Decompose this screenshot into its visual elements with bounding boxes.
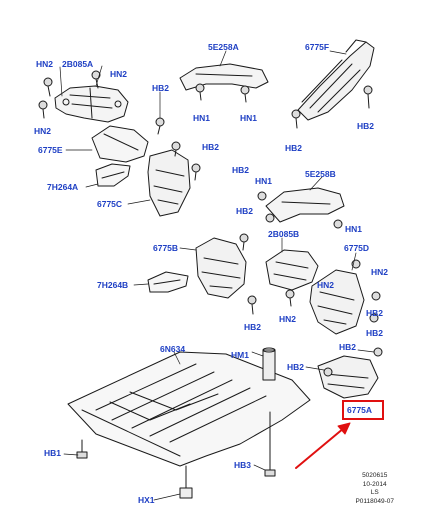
callout-7h264b: 7H264B xyxy=(97,280,129,290)
undertray-6n634 xyxy=(67,351,311,467)
callout-hb2: HB2 xyxy=(244,322,262,332)
shield-6775b xyxy=(195,233,257,315)
fastener-hn2-c xyxy=(38,100,48,119)
callout-2b085b: 2B085B xyxy=(268,229,300,239)
fastener-hn2-a xyxy=(43,77,53,97)
clip-hx1 xyxy=(179,465,193,499)
callout-6775a: 6775A xyxy=(347,405,373,415)
bracket-5e258a xyxy=(179,63,269,103)
spacer-hm1 xyxy=(262,347,276,381)
callout-hn1: HN1 xyxy=(193,113,211,123)
bracket-5e258b xyxy=(257,187,345,229)
shield-6775f xyxy=(291,39,375,129)
shield-6775a xyxy=(317,347,383,399)
highlight-box-6775a xyxy=(342,400,384,420)
strap-7h264a xyxy=(95,163,131,187)
ref-date: 10-2014 xyxy=(362,480,387,488)
callout-6775d: 6775D xyxy=(344,243,370,253)
ref-model: LS xyxy=(370,489,379,496)
callout-hn2: HN2 xyxy=(36,59,54,69)
callout-hn1: HN1 xyxy=(240,113,258,123)
ref-number: 5020615 xyxy=(362,472,388,479)
callout-hb2: HB2 xyxy=(357,121,375,131)
bracket-2b085b xyxy=(265,249,319,307)
callout-hn2: HN2 xyxy=(34,126,52,136)
bracket-6775e xyxy=(91,117,165,163)
callout-hb2: HB2 xyxy=(366,328,384,338)
bracket-2b085a xyxy=(54,85,129,123)
callout-hb2: HB2 xyxy=(202,142,220,152)
shield-6775c xyxy=(147,141,201,217)
bolt-hb1 xyxy=(76,439,88,459)
callout-6775e: 6775E xyxy=(38,145,63,155)
callout-hn1: HN1 xyxy=(345,224,363,234)
callout-hm1: HM1 xyxy=(231,350,249,360)
drawing-reference-block: 5020615 10-2014 LS P0118049-07 xyxy=(355,472,394,506)
callout-hb2: HB2 xyxy=(366,308,384,318)
callout-5e258a: 5E258A xyxy=(208,42,239,52)
callout-hb2: HB2 xyxy=(236,206,254,216)
callout-2b085a: 2B085A xyxy=(62,59,94,69)
callout-hn2: HN2 xyxy=(279,314,297,324)
leader-lines xyxy=(59,50,375,501)
callout-hb2: HB2 xyxy=(285,143,303,153)
callout-7h264a: 7H264A xyxy=(47,182,79,192)
bolt-hb3 xyxy=(264,411,276,477)
callout-hb1: HB1 xyxy=(44,448,62,458)
callout-hn2: HN2 xyxy=(371,267,389,277)
callout-hb3: HB3 xyxy=(234,460,252,470)
ref-figure-id: P0118049-07 xyxy=(355,497,394,505)
strap-7h264b xyxy=(147,271,189,293)
callout-hb2: HB2 xyxy=(287,362,305,372)
callout-6775f: 6775F xyxy=(305,42,330,52)
callout-hn2: HN2 xyxy=(317,280,335,290)
callout-hx1: HX1 xyxy=(138,495,155,505)
callout-6n634: 6N634 xyxy=(160,344,186,354)
shield-6775d xyxy=(309,259,381,335)
callout-6775c: 6775C xyxy=(97,199,123,209)
callout-hb2: HB2 xyxy=(232,165,250,175)
callout-hb2: HB2 xyxy=(339,342,357,352)
red-pointer-arrow xyxy=(295,422,351,469)
callout-hn1: HN1 xyxy=(255,176,273,186)
callout-hn2: HN2 xyxy=(110,69,128,79)
callout-hb2: HB2 xyxy=(152,83,170,93)
callout-6775b: 6775B xyxy=(153,243,179,253)
callout-5e258b: 5E258B xyxy=(305,169,336,179)
